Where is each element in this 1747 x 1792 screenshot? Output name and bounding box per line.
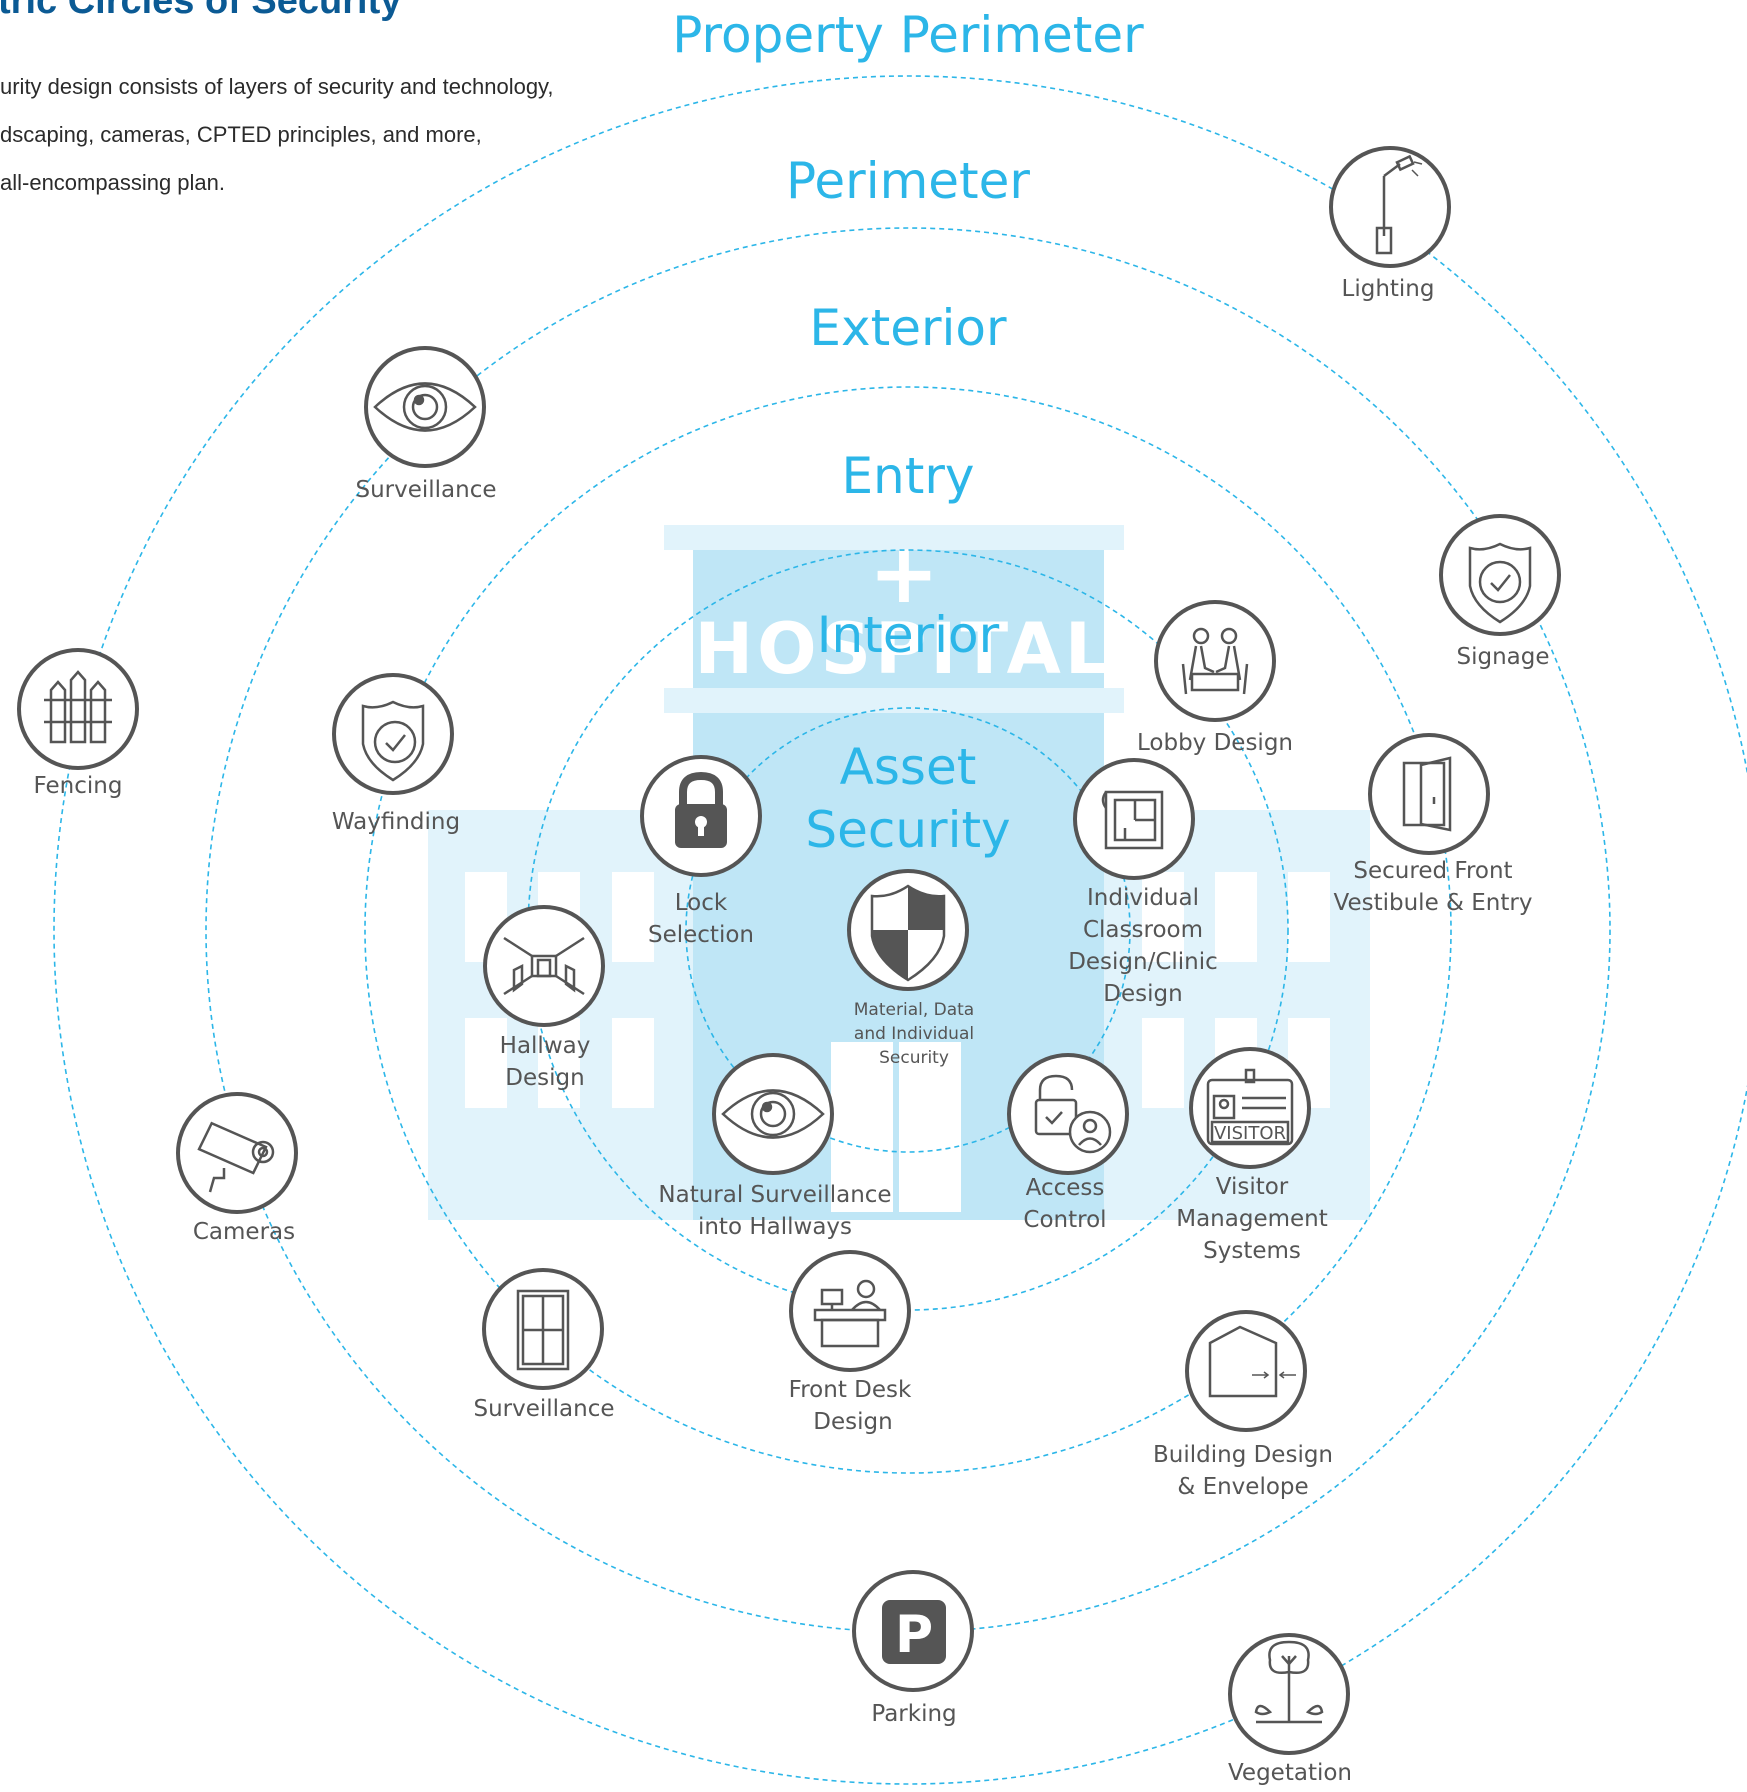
fencing-label: Fencing [34,773,123,799]
lighting-label: Lighting [1342,276,1435,302]
front-desk-label-2: Design [813,1409,892,1435]
wayfinding-item: Wayfinding [332,673,460,835]
door-icon [1402,756,1452,832]
natural-surveillance-label-2: into Hallways [698,1214,852,1240]
ring-label-exterior: Exterior [809,299,1007,357]
visitor-badge-icon: VISITOR [1206,1068,1294,1146]
lock-selection-item: Lock Selection [640,755,762,948]
wayfinding-label: Wayfinding [332,809,460,835]
vegetation-label: Vegetation [1228,1760,1352,1786]
classroom-label-2: Classroom [1083,917,1203,943]
ring-label-property-perimeter: Property Perimeter [672,6,1144,64]
building-envelope-icon [1208,1325,1296,1398]
front-desk-icon [813,1279,887,1348]
visitor-label-3: Systems [1203,1238,1301,1264]
visitor-label-1: Visitor [1216,1174,1289,1200]
building-design-item: Building Design & Envelope [1153,1310,1333,1500]
cameras-label: Cameras [193,1219,295,1245]
lobby-design-item: Lobby Design [1137,600,1293,756]
lobby-people-icon [1181,627,1249,695]
parking-letter: P [895,1605,933,1665]
visitor-management-item: VISITOR Visitor Management Systems [1176,1047,1328,1264]
shield-check-icon [1468,542,1532,624]
front-desk-label-1: Front Desk [789,1377,912,1403]
eye-icon [373,382,477,432]
lock-selection-label-1: Lock [675,890,728,916]
signage-item: Signage [1439,514,1561,670]
ring-label-perimeter: Perimeter [786,152,1030,210]
asset-label-1: Material, Data [854,1000,974,1020]
access-lock-icon [1034,1074,1112,1154]
streetlight-icon [1375,154,1423,255]
access-control-item: Access Control [1007,1053,1129,1233]
front-desk-item: Front Desk Design [789,1250,912,1435]
classroom-label-3: Design/Clinic [1068,949,1218,975]
signage-label: Signage [1456,644,1549,670]
visitor-label-2: Management [1176,1206,1328,1232]
cross-symbol: + [869,524,939,622]
parking-label: Parking [871,1701,956,1727]
security-shield-icon [870,884,946,982]
intro-line-1: urity design consists of layers of secur… [0,74,554,99]
secured-front-label-1: Secured Front [1353,858,1512,884]
secured-front-label-2: Vestibule & Entry [1334,890,1533,916]
shield-check-icon [361,700,425,782]
access-control-label-1: Access [1026,1175,1105,1201]
intro-line-3: all-encompassing plan. [0,170,226,195]
cameras-item: Cameras [176,1092,298,1245]
natural-surveillance-label-1: Natural Surveillance [658,1182,891,1208]
lock-selection-label-2: Selection [648,922,754,948]
ring-interior [685,707,1131,1153]
parking-item: P Parking [852,1570,974,1727]
floor-plan-icon [1101,790,1164,850]
ring-exterior [364,386,1452,1474]
hospital-sign: HOSPITAL [695,608,1114,690]
lighting-item: Lighting [1329,146,1451,302]
parking-icon: P [882,1600,946,1665]
access-control-label-2: Control [1023,1207,1106,1233]
vegetation-item: Vegetation [1228,1633,1352,1786]
ring-label-interior: Interior [817,606,1000,664]
building-design-label-1: Building Design [1153,1442,1333,1468]
classroom-design-item: Individual Classroom Design/Clinic Desig… [1068,758,1218,1007]
classroom-label-1: Individual [1087,885,1199,911]
diagram-title: tric Circles of Security [0,0,402,22]
asset-security-item: Material, Data and Individual Security [847,869,974,1068]
hallway-design-item: Hallway Design [483,905,605,1091]
padlock-icon [675,771,727,848]
secured-front-item: Secured Front Vestibule & Entry [1334,733,1533,916]
eye-icon [721,1089,825,1139]
lobby-design-label: Lobby Design [1137,730,1293,756]
tree-icon [1254,1640,1324,1724]
window-icon [516,1289,570,1371]
ring-label-entry: Entry [841,447,974,505]
intro-line-2: dscaping, cameras, CPTED principles, and… [0,122,482,147]
hallway-icon [503,936,585,996]
fencing-item: Fencing [17,648,139,799]
natural-surveillance-item: Natural Surveillance into Hallways [658,1053,892,1240]
hallway-label-2: Design [505,1065,584,1091]
ring-label-security: Security [805,801,1010,859]
building-design-label-2: & Envelope [1177,1474,1308,1500]
ring-property-perimeter [53,75,1747,1785]
surveillance-bottom-label: Surveillance [473,1396,614,1422]
hallway-label-1: Hallway [500,1033,591,1059]
fence-icon [44,670,112,744]
classroom-label-4: Design [1103,981,1182,1007]
surveillance-top-label: Surveillance [355,477,496,503]
surveillance-top-item: Surveillance [355,346,497,503]
asset-label-2: and Individual [854,1024,974,1044]
camera-icon [197,1121,275,1193]
asset-label-3: Security [879,1048,949,1068]
surveillance-bottom-item: Surveillance [473,1268,615,1422]
ring-label-asset: Asset [840,738,977,796]
visitor-badge-text: VISITOR [1214,1123,1286,1144]
